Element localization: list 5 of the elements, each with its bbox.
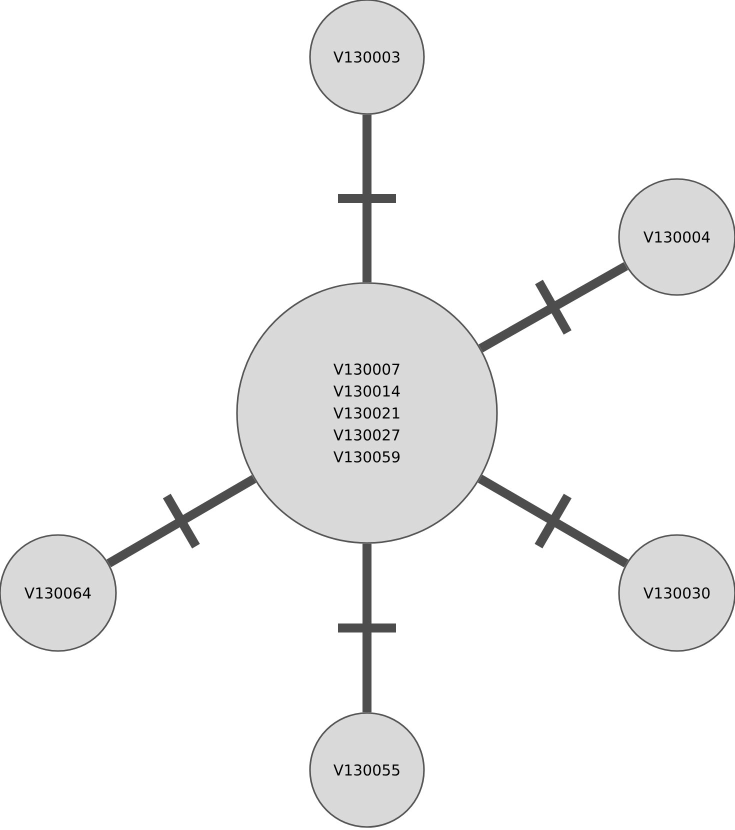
network-link <box>478 474 628 568</box>
network-link <box>106 474 256 568</box>
network-link <box>338 544 396 712</box>
network-link <box>338 114 396 282</box>
network-link <box>478 262 628 352</box>
